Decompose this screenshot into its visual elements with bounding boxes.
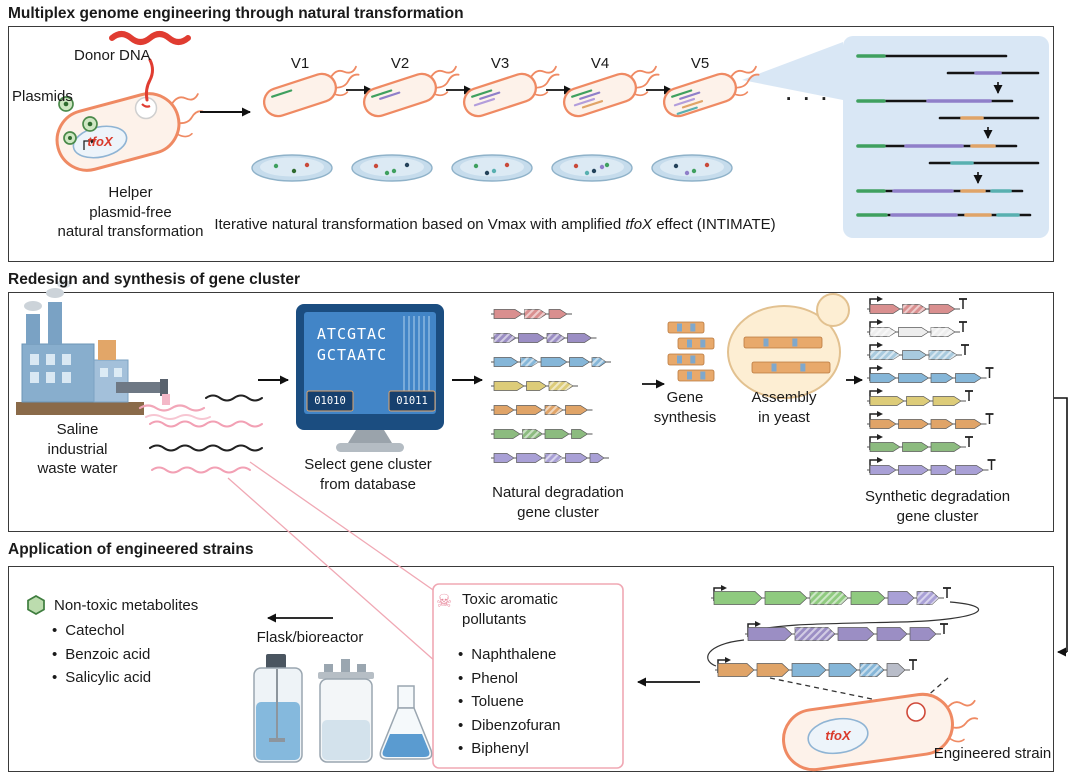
panel2-box — [8, 292, 1054, 532]
list-item-catechol: Catechol — [52, 619, 151, 643]
callout-wedge — [742, 42, 843, 100]
list-item-salicylic-acid: Salicylic acid — [52, 666, 151, 690]
bacterium-v2 — [362, 65, 460, 118]
intimate-caption-post: effect (INTIMATE) — [652, 216, 776, 233]
synthesized-fragment — [667, 353, 705, 366]
toxic-pollutants-title: Toxic aromatic pollutants — [462, 591, 558, 628]
assembly-in-yeast-label: Assembly in yeast — [751, 389, 817, 426]
synthesized-fragment — [677, 337, 715, 350]
yeast-bud — [816, 293, 850, 327]
binary-readout-1: 01010 — [314, 395, 346, 407]
panel3-box — [8, 566, 1054, 772]
panel3-title: Application of engineered strains — [8, 541, 254, 558]
nontoxic-metabolites-list: Catechol Benzoic acid Salicylic acid — [52, 619, 151, 690]
natural-cluster-row — [491, 357, 611, 367]
variant-label-v4: V4 — [590, 55, 610, 72]
engineered-plasmid-ellipse — [807, 717, 869, 755]
metabolite-hexagon-icon — [27, 595, 45, 615]
panel1-title: Multiplex genome engineering through nat… — [8, 5, 464, 22]
synthetic-cluster-row — [867, 365, 994, 383]
synthetic-cluster-row — [867, 319, 967, 337]
petri-dish-5 — [651, 154, 733, 182]
bacterium-v3 — [462, 65, 560, 118]
ellipsis: · · · — [786, 89, 831, 110]
tfox-label-donor-cell: tfoX — [87, 134, 113, 149]
natural-cluster-row — [491, 429, 593, 439]
toxic-pollutants-list: Naphthalene Phenol Toluene Dibenzofuran … — [458, 643, 561, 761]
plasmids-label: Plasmids — [12, 88, 73, 105]
dna-sequence-line2: GCTAATC — [316, 346, 388, 364]
natural-cluster-row — [491, 405, 593, 415]
waste-water-label: Saline industrial waste water — [37, 421, 118, 477]
intimate-caption-pre: Iterative natural transformation based o… — [214, 216, 626, 233]
strain-cluster-row1 — [711, 585, 951, 605]
petri-dish-1 — [251, 154, 333, 182]
petri-dish-4 — [551, 154, 633, 182]
bacterium-v4 — [562, 65, 660, 118]
strain-cluster-row3 — [715, 657, 917, 677]
synthetic-cluster-row — [867, 411, 994, 429]
donor-dna-fragment — [144, 58, 154, 102]
discharge-pipe — [116, 382, 164, 393]
list-item-benzoic-acid: Benzoic acid — [52, 643, 151, 667]
bacterium-v1 — [262, 65, 360, 118]
petri-dish-3 — [451, 154, 533, 182]
panel2-title: Redesign and synthesis of gene cluster — [8, 271, 300, 288]
donor-dna-label: Donor DNA — [74, 47, 151, 64]
synthesized-fragment — [677, 369, 715, 382]
synthetic-cluster-row — [867, 457, 996, 475]
synthetic-cluster-row — [867, 296, 967, 314]
donor-bacterium — [55, 92, 204, 172]
list-item-naphthalene: Naphthalene — [458, 643, 561, 667]
synthesized-fragment — [743, 336, 823, 349]
natural-cluster-row — [491, 381, 578, 391]
yeast-cell — [727, 305, 841, 399]
tfox-label-engineered-cell: tfoX — [825, 728, 851, 743]
natural-cluster-row — [491, 309, 572, 319]
list-item-biphenyl: Biphenyl — [458, 737, 561, 761]
monitor-screen-text: ATCGTAC GCTAATC — [303, 324, 401, 366]
engineered-strain-label: Engineered strain — [933, 745, 1052, 762]
natural-cluster-row — [491, 333, 597, 343]
skull-icon: ☠ — [436, 591, 453, 611]
synthetic-cluster-caption: Synthetic degradation gene cluster — [864, 488, 1011, 525]
list-item-toluene: Toluene — [458, 690, 561, 714]
nontoxic-metabolites-title: Non-toxic metabolites — [54, 597, 199, 614]
strain-cluster-row2 — [745, 621, 948, 641]
variant-label-v5: V5 — [690, 55, 710, 72]
synthesized-fragment — [751, 361, 831, 374]
helper-transformation-caption: Helper plasmid-free natural transformati… — [57, 184, 204, 240]
flask-bioreactor-label: Flask/bioreactor — [256, 629, 364, 646]
variant-label-v3: V3 — [490, 55, 510, 72]
list-item-phenol: Phenol — [458, 667, 561, 691]
list-item-dibenzofuran: Dibenzofuran — [458, 714, 560, 738]
natural-cluster-row — [491, 453, 609, 463]
intimate-caption-tfox: tfoX — [625, 216, 653, 233]
intimate-callout-box — [843, 36, 1049, 238]
select-cluster-caption: Select gene cluster from database — [304, 456, 432, 493]
factory-ground — [16, 402, 144, 415]
natural-cluster-caption: Natural degradation gene cluster — [492, 484, 624, 521]
intimate-caption: Iterative natural transformation based o… — [150, 215, 840, 235]
gene-synthesis-label: Gene synthesis — [653, 389, 717, 426]
petri-dish-2 — [351, 154, 433, 182]
dna-sequence-line1: ATCGTAC — [316, 325, 388, 343]
binary-readout-2: 01011 — [396, 395, 428, 407]
synthetic-cluster-row — [867, 434, 973, 452]
synthetic-cluster-row — [867, 342, 969, 360]
panel1-box — [8, 26, 1054, 262]
integration-site — [906, 702, 926, 722]
panel-connector — [1054, 397, 1068, 652]
synthesized-fragment — [667, 321, 705, 334]
bioreactor-motor — [266, 654, 286, 669]
variant-label-v2: V2 — [390, 55, 410, 72]
bacterium-v5 — [662, 65, 760, 118]
variant-label-v1: V1 — [290, 55, 310, 72]
synthetic-cluster-row — [867, 388, 973, 406]
